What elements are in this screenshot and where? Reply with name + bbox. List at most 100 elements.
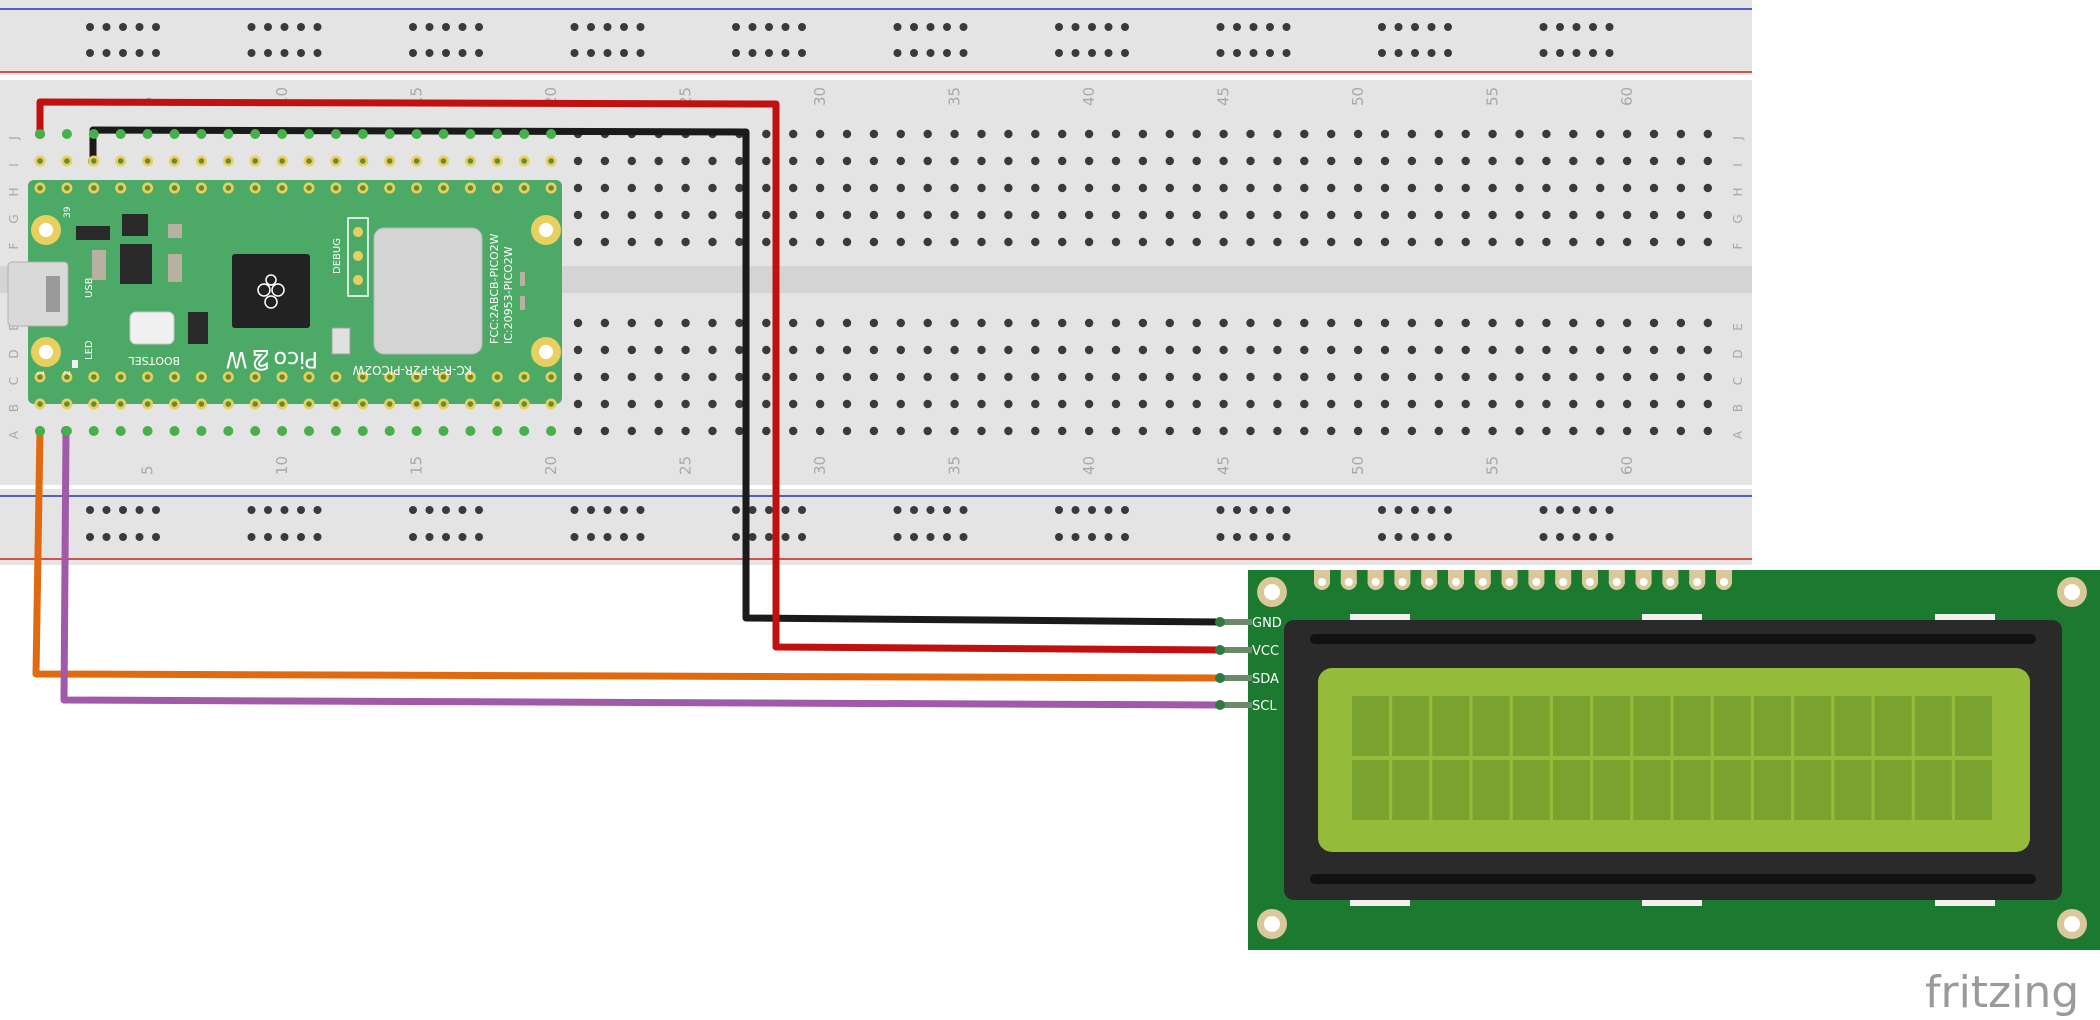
breadboard-hole — [1703, 237, 1713, 247]
bootsel-button — [129, 311, 175, 345]
rail-hole — [1071, 533, 1080, 541]
breadboard-hole — [1111, 129, 1121, 139]
column-number: 5 — [139, 465, 157, 475]
rail-hole — [1266, 23, 1274, 31]
lcd-character-cells — [1352, 696, 1992, 820]
breadboard-hole — [977, 426, 986, 436]
breadboard-hole — [681, 399, 690, 409]
connected-hole — [169, 129, 180, 139]
connected-hole — [411, 426, 422, 436]
rail-hole — [135, 49, 144, 57]
breadboard-hole — [1596, 399, 1605, 409]
breadboard-hole — [1407, 210, 1417, 220]
lcd-character-cell — [1432, 696, 1470, 756]
rail-hole — [603, 533, 612, 541]
rail-hole — [1378, 23, 1386, 31]
rail-hole — [748, 23, 757, 31]
rail-hole — [1216, 533, 1225, 541]
rail-hole — [587, 506, 595, 514]
breadboard-hole — [1515, 345, 1524, 355]
breadboard-hole — [1138, 426, 1148, 436]
rail-hole — [247, 23, 256, 31]
breadboard-hole — [1596, 345, 1605, 355]
breadboard-hole — [762, 345, 771, 355]
breadboard-hole — [1622, 318, 1632, 328]
lcd-character-cell — [1955, 760, 1992, 820]
rail-hole — [1071, 23, 1080, 31]
rail-hole — [765, 533, 773, 541]
breadboard-hole — [869, 210, 879, 220]
rail-hole — [458, 506, 467, 514]
breadboard-hole — [600, 318, 610, 328]
row-letter: E — [1731, 323, 1745, 331]
breadboard-hole — [1219, 426, 1228, 436]
rail-hole — [475, 506, 483, 514]
rail-hole — [313, 49, 322, 57]
breadboard-hole — [1031, 183, 1040, 193]
breadboard-hole — [1327, 156, 1336, 166]
breadboard-hole — [1300, 129, 1309, 139]
breadboard-hole — [842, 129, 852, 139]
breadboard-hole — [1622, 426, 1632, 436]
rail-hole — [926, 49, 935, 57]
breadboard-hole — [923, 318, 932, 328]
lcd-pin-label-sda: SDA — [1252, 672, 1279, 687]
breadboard-hole — [950, 345, 959, 355]
breadboard-hole — [1219, 210, 1228, 220]
breadboard-hole — [1219, 318, 1228, 328]
lcd-character-cell — [1834, 696, 1872, 756]
connected-hole — [304, 129, 314, 139]
rail-hole — [1233, 23, 1241, 31]
breadboard-hole — [627, 399, 636, 409]
rail-hole — [264, 506, 272, 514]
breadboard-hole — [681, 426, 690, 436]
breadboard-hole — [1138, 345, 1148, 355]
breadboard-hole — [1622, 399, 1632, 409]
breadboard-hole — [1273, 318, 1282, 328]
rail-hole — [732, 49, 740, 57]
rail-hole — [603, 506, 612, 514]
breadboard-hole — [977, 156, 986, 166]
rail-hole — [442, 506, 450, 514]
rail-hole — [1572, 23, 1581, 31]
breadboard-hole — [1353, 399, 1363, 409]
breadboard-hole — [789, 345, 798, 355]
breadboard-hole — [762, 237, 771, 247]
breadboard-hole — [1300, 318, 1309, 328]
rail-hole — [1088, 506, 1096, 514]
rail-hole — [1539, 533, 1548, 541]
breadboard-hole — [1031, 372, 1040, 382]
breadboard-hole — [1058, 372, 1067, 382]
breadboard-hole — [1031, 237, 1040, 247]
rail-hole — [297, 506, 305, 514]
rail-hole — [587, 49, 595, 57]
rail-hole — [587, 533, 595, 541]
breadboard-hole — [573, 372, 583, 382]
lcd-character-cell — [1834, 760, 1872, 820]
breadboard-hole — [1542, 129, 1551, 139]
rail-hole — [297, 23, 305, 31]
rail-hole — [280, 49, 289, 57]
connected-hole — [250, 129, 261, 139]
breadboard-hole — [600, 210, 610, 220]
rail-hole — [1249, 49, 1258, 57]
rail-hole — [1266, 533, 1274, 541]
wifi-module — [373, 227, 483, 355]
breadboard-hole — [1192, 237, 1201, 247]
rail-hole — [570, 23, 579, 31]
breadboard-hole — [1434, 183, 1444, 193]
breadboard-hole — [1246, 426, 1255, 436]
rail-hole — [1589, 506, 1597, 514]
connected-hole — [250, 426, 261, 436]
orange-sda-wire — [32, 430, 1223, 682]
rail-hole — [1572, 49, 1581, 57]
breadboard-hole — [923, 372, 932, 382]
breadboard-hole — [627, 183, 636, 193]
breadboard-hole — [1649, 237, 1659, 247]
lcd-character-cell — [1352, 696, 1389, 756]
rail-hole — [926, 23, 935, 31]
breadboard-hole — [1703, 318, 1713, 328]
breadboard-hole — [923, 156, 932, 166]
rail-hole — [910, 506, 918, 514]
lcd-character-cell — [1914, 696, 1952, 756]
